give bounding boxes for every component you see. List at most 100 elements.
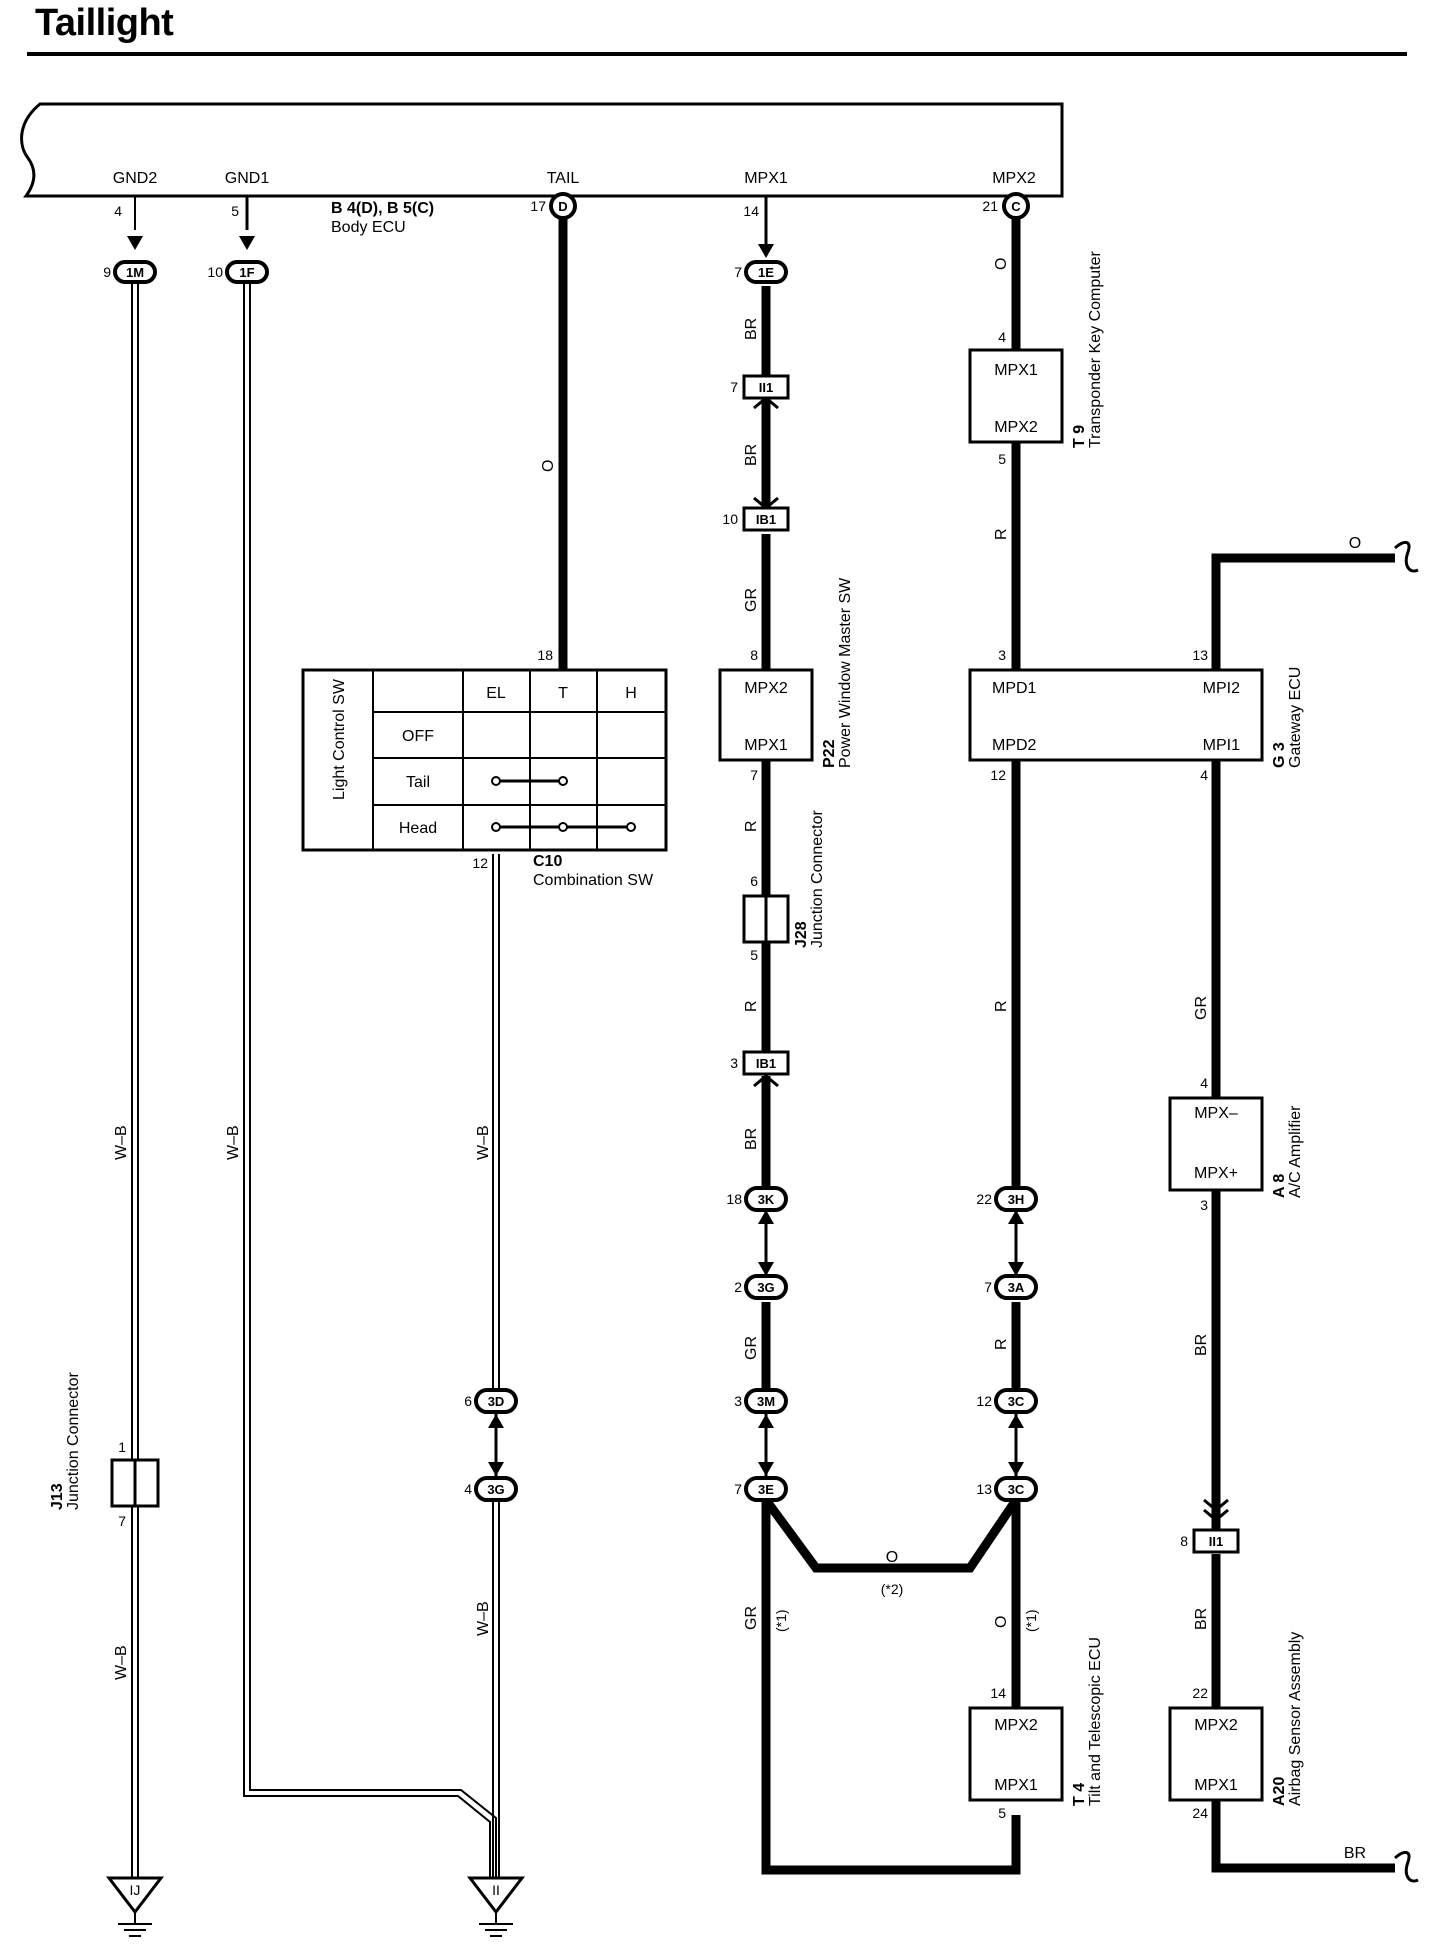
wire-mpx2 [1008,218,1024,1708]
svg-text:7: 7 [750,767,758,783]
connector-3e: 3E 7 [734,1476,788,1502]
svg-text:BR: BR [1344,1845,1366,1862]
connector-ii1-top: II1 7 [730,374,790,400]
connector-1e: 1E 7 [734,260,788,284]
component-airbag-sensor: MPX2 MPX1 22 24 A20 Airbag Sensor Assemb… [1168,1632,1304,1821]
svg-text:R: R [743,820,760,832]
svg-text:A/C Amplifier: A/C Amplifier [1287,1105,1304,1198]
svg-text:1: 1 [118,1439,126,1455]
connector-3a: 3A 7 [984,1274,1038,1300]
svg-text:II1: II1 [1209,1534,1223,1549]
connector-1f: 1F 10 [207,260,269,284]
svg-text:4: 4 [1200,1075,1208,1091]
pin-mpx1: 14 [743,203,759,219]
svg-text:O: O [540,460,557,472]
svg-text:R: R [993,1000,1010,1012]
svg-text:1E: 1E [758,265,774,280]
svg-text:T 4: T 4 [1071,1783,1088,1806]
page-title: Taillight [35,2,174,44]
svg-text:W–B: W–B [225,1125,242,1160]
svg-text:3: 3 [998,647,1006,663]
svg-text:3D: 3D [488,1394,505,1409]
component-transponder: MPX1 MPX2 4 5 T 9 Transponder Key Comput… [968,250,1104,467]
connector-ib1-top: IB1 10 [722,506,790,532]
wire-c10-ground [488,854,504,1878]
svg-text:3: 3 [1200,1197,1208,1213]
connector-1m: 1M 9 [103,260,157,284]
svg-text:MPX1: MPX1 [994,1777,1038,1794]
svg-text:MPX2: MPX2 [1194,1717,1238,1734]
terminal-tail: TAIL [547,170,580,187]
svg-text:BR: BR [743,444,760,466]
svg-text:1M: 1M [126,265,144,280]
svg-text:J13: J13 [49,1483,66,1510]
svg-text:22: 22 [1192,1685,1208,1701]
svg-text:MPD2: MPD2 [992,737,1037,754]
svg-text:13: 13 [1192,647,1208,663]
svg-text:7: 7 [118,1513,126,1529]
svg-text:3H: 3H [1008,1192,1025,1207]
svg-text:GR: GR [743,1606,760,1630]
svg-text:8: 8 [750,647,758,663]
svg-text:12: 12 [976,1393,992,1409]
body-ecu-desc: Body ECU [331,219,406,236]
col-h: H [625,685,637,702]
terminal-gnd1: GND1 [225,170,270,187]
svg-text:BR: BR [1193,1334,1210,1356]
terminal-mpx1: MPX1 [744,170,788,187]
svg-text:R: R [993,1338,1010,1350]
svg-text:T 9: T 9 [1071,425,1088,448]
connector-3h: 3H 22 [976,1186,1038,1212]
svg-text:BR: BR [743,318,760,340]
connector-3g-right: 3G 2 [734,1274,788,1300]
col-el: EL [486,685,506,702]
svg-text:MPX1: MPX1 [1194,1777,1238,1794]
combination-sw-c10: Light Control SW EL T H OFF Tail Head [301,668,668,852]
body-ecu: GND2 GND1 TAIL MPX1 MPX2 [20,102,1064,198]
terminal-gnd2: GND2 [113,170,158,187]
svg-text:7: 7 [734,264,742,280]
svg-text:MPX2: MPX2 [994,1717,1038,1734]
svg-text:II1: II1 [759,380,773,395]
col-t: T [558,685,568,702]
wire-gnd1 [239,196,497,1878]
svg-text:Gateway ECU: Gateway ECU [1287,667,1304,768]
svg-text:3G: 3G [757,1280,774,1295]
title-rule [27,52,1407,56]
svg-text:BR: BR [1193,1608,1210,1630]
svg-text:W–B: W–B [113,1125,130,1160]
pin-tail: 17 [530,198,546,214]
svg-text:A 8: A 8 [1271,1174,1288,1198]
c10-id: C10 [533,853,562,870]
row-head: Head [399,820,437,837]
svg-text:4: 4 [464,1481,472,1497]
svg-text:IJ: IJ [130,1882,141,1898]
svg-text:W–B: W–B [475,1601,492,1636]
svg-text:MPI2: MPI2 [1203,680,1240,697]
svg-text:3C: 3C [1008,1482,1025,1497]
component-j28: 6 5 J28 Junction Connector [742,809,826,963]
row-tail: Tail [406,774,430,791]
connector-mpx2-c: C [1002,192,1030,220]
svg-text:6: 6 [750,873,758,889]
svg-text:2: 2 [734,1279,742,1295]
svg-text:3M: 3M [757,1394,775,1409]
svg-text:O: O [886,1549,898,1566]
component-ac-amplifier: MPX– MPX+ 4 3 A 8 A/C Amplifier [1168,1075,1304,1213]
svg-text:J28: J28 [793,921,810,948]
svg-text:10: 10 [207,264,223,280]
svg-text:BR: BR [743,1128,760,1150]
svg-text:GR: GR [743,588,760,612]
svg-text:3G: 3G [487,1482,504,1497]
pin-gnd2: 4 [114,203,122,219]
svg-text:(*1): (*1) [1023,1609,1039,1632]
connector-ib1-bottom: IB1 3 [730,1050,790,1076]
c10-pin-12: 12 [472,855,488,871]
svg-text:O: O [993,1616,1010,1628]
svg-text:IB1: IB1 [756,512,776,527]
svg-text:5: 5 [998,1805,1006,1821]
component-tilt-ecu: MPX2 MPX1 14 5 T 4 Tilt and Telescopic E… [968,1637,1104,1821]
light-control-title: Light Control SW [331,678,348,800]
svg-text:Transponder Key Computer: Transponder Key Computer [1087,250,1104,448]
svg-text:MPD1: MPD1 [992,680,1037,697]
